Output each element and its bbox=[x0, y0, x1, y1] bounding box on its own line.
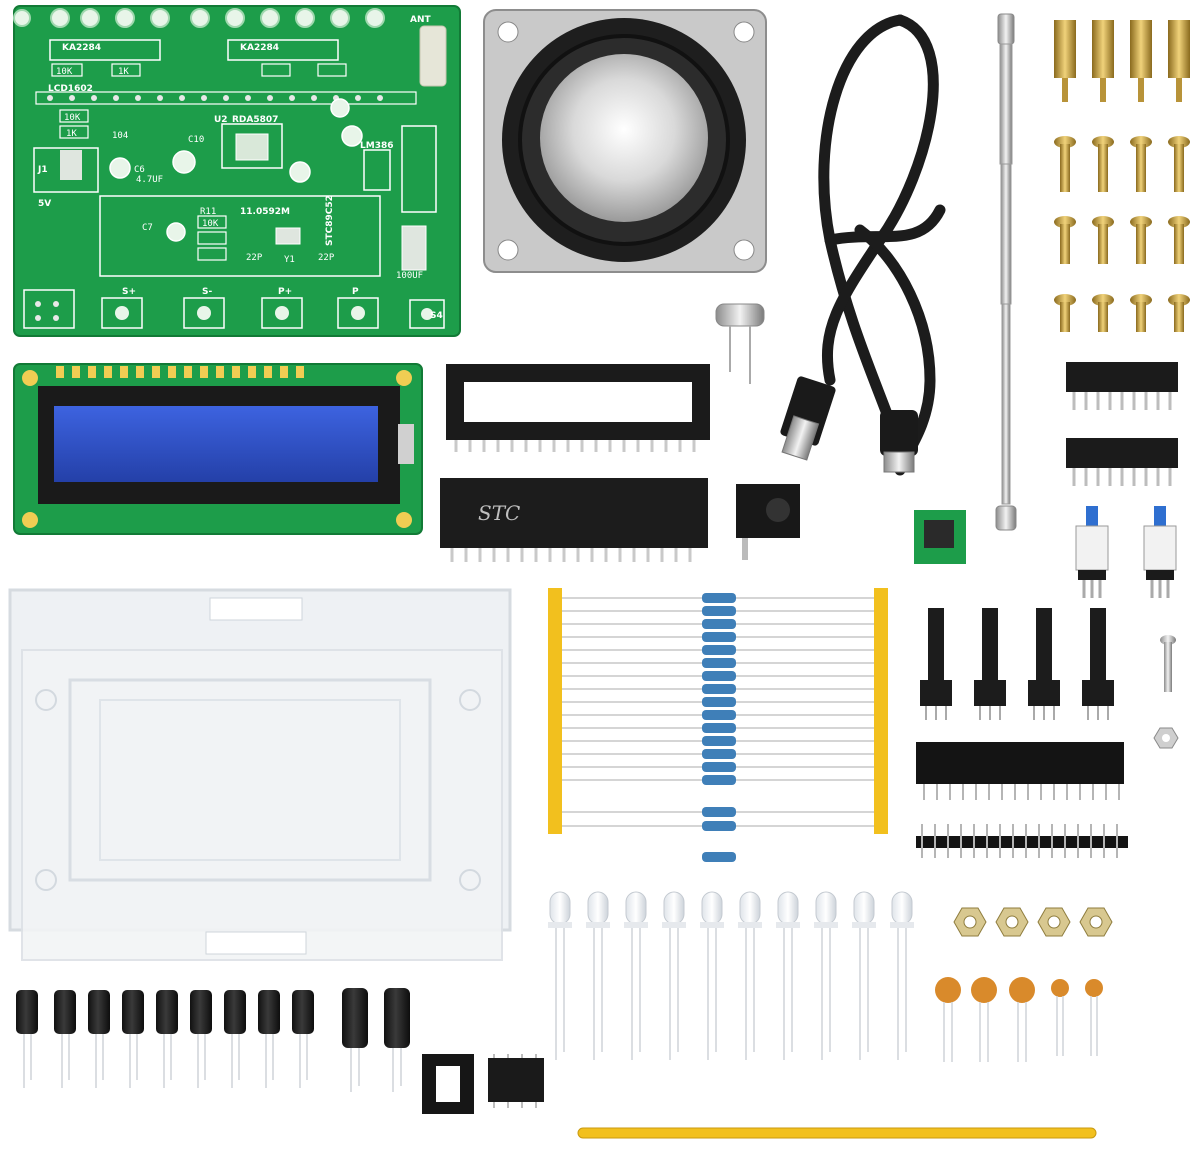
male-header-strip bbox=[916, 824, 1128, 858]
resistor-10k-label: 10K bbox=[64, 113, 81, 123]
crystal-label: 11.0592M bbox=[240, 207, 290, 217]
c7-label: C7 bbox=[142, 223, 153, 233]
amp-chip-label-2: KA2284 bbox=[240, 43, 279, 53]
button-s-plus-label: S+ bbox=[122, 287, 136, 297]
push-lock-switch bbox=[1075, 506, 1109, 598]
speaker bbox=[483, 9, 767, 273]
u2-label: U2 bbox=[214, 115, 228, 125]
lcd-1602-module bbox=[13, 363, 423, 535]
dc-power-jack bbox=[736, 484, 800, 560]
r11-label: R11 bbox=[200, 207, 216, 217]
telescopic-antenna bbox=[995, 13, 1017, 531]
potentiometers bbox=[920, 608, 1114, 720]
acrylic-case bbox=[8, 588, 512, 961]
resistor-1k-label: 1K bbox=[66, 129, 77, 139]
cap-22p-label: 22P bbox=[318, 253, 335, 263]
mcu-label: STC89C52 bbox=[325, 195, 335, 246]
button-s4-label: S4 bbox=[430, 311, 443, 321]
jack-j1-label: J1 bbox=[37, 165, 48, 175]
ic-socket-40-pin bbox=[446, 364, 710, 452]
small-screw bbox=[1160, 635, 1176, 692]
dip8-socket bbox=[422, 1054, 474, 1114]
dc-barrel-plug bbox=[880, 410, 918, 473]
crystal-oscillator bbox=[715, 303, 765, 384]
amp-chip-label: KA2284 bbox=[62, 43, 101, 53]
yellow-wire bbox=[577, 1127, 1097, 1139]
cap-104-label: 104 bbox=[112, 131, 128, 141]
button-p-plus-label: P+ bbox=[278, 287, 292, 297]
resistor-tape-strip bbox=[548, 588, 888, 862]
lm386-label: LM386 bbox=[360, 141, 393, 151]
clear-leds bbox=[548, 891, 914, 1060]
electrolytic-capacitors bbox=[16, 988, 410, 1092]
cap-22p-label: 22P bbox=[246, 253, 263, 263]
y1-label: Y1 bbox=[284, 255, 295, 265]
brass-screws bbox=[1054, 136, 1190, 332]
brass-nuts bbox=[953, 907, 1113, 937]
c10-label: C10 bbox=[188, 135, 204, 145]
hex-nut bbox=[1153, 727, 1179, 749]
cap-100uf-label: 100UF bbox=[396, 271, 423, 281]
button-s-minus-label: S- bbox=[202, 287, 212, 297]
ceramic-capacitors bbox=[935, 977, 1103, 1062]
pcb-board: ANT KA2284 KA2284 10K 1K 10K 1K 10K R11 … bbox=[13, 5, 461, 337]
resistor-10k-label: 10K bbox=[56, 67, 73, 77]
sip-ic-ka2284 bbox=[1066, 438, 1178, 486]
c6-label: C6 bbox=[134, 165, 145, 175]
push-lock-switch bbox=[1143, 506, 1177, 598]
dc-5v-label: 5V bbox=[38, 199, 51, 209]
usb-power-cable bbox=[818, 14, 946, 476]
brass-standoffs bbox=[1054, 20, 1190, 102]
usb-a-plug bbox=[780, 376, 836, 461]
stc-microcontroller-chip: STC bbox=[440, 478, 708, 562]
ant-label: ANT bbox=[410, 15, 431, 25]
dip8-amplifier-chip bbox=[488, 1054, 544, 1108]
rda-chip-label: RDA5807 bbox=[232, 115, 278, 125]
female-header-strip bbox=[916, 742, 1124, 800]
button-p-label: P bbox=[352, 287, 359, 297]
cap-4-7uf-label: 4.7UF bbox=[136, 175, 163, 185]
lcd-header-label: LCD1602 bbox=[48, 84, 93, 94]
rda5807-fm-module bbox=[914, 510, 966, 564]
sip-ic-ka2284 bbox=[1066, 362, 1178, 410]
resistor-1k-label: 1K bbox=[118, 67, 129, 77]
resistor-10k-label: 10K bbox=[202, 219, 219, 229]
stc-brand-text: STC bbox=[478, 501, 520, 525]
